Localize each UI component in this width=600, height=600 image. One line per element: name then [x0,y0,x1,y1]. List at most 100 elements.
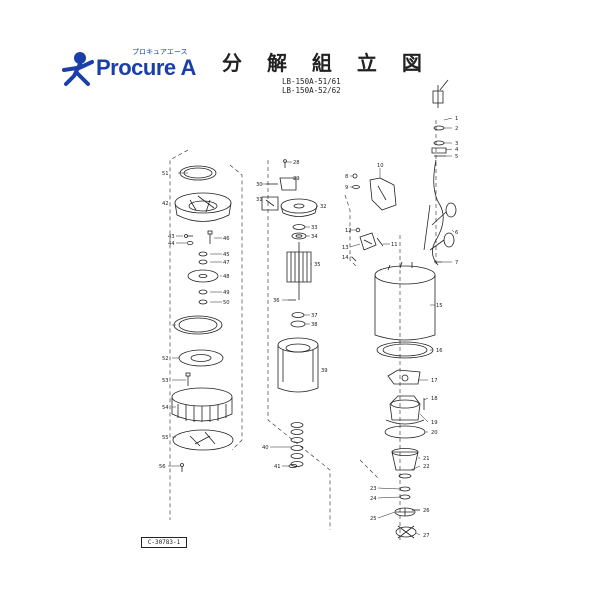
label-part-6: 6 [455,230,458,236]
label-part-22: 22 [423,464,430,470]
part-46-bolt [207,230,213,244]
part-32-upper-bearing-housing [280,198,318,217]
label-part-7: 7 [455,260,458,266]
label-part-33: 33 [311,225,318,231]
brand-kana: プロキュアエース [132,48,188,56]
part-8-bolt [352,173,358,179]
part-11-bolt [376,237,384,247]
part-16-gasket [376,341,434,359]
part-23-washer [399,486,411,492]
label-part-27: 27 [423,533,430,539]
part-13-cable-gland [359,232,377,251]
part-33-ring [292,224,306,230]
label-part-37: 37 [311,313,318,319]
part-56-screw [180,463,184,472]
label-part-13: 13 [342,245,349,251]
label-part-3: 3 [455,141,458,147]
part-19-pump-casing [385,395,425,425]
label-part-8: 8 [345,174,348,180]
model-number-1: LB-150A-51/61 [282,77,341,86]
label-part-41: 41 [274,464,281,470]
label-part-30: 30 [256,182,263,188]
label-part-15: 15 [436,303,443,309]
part-29-cable-clip [279,177,297,191]
alignment-lines [169,120,437,540]
part-54-strainer [171,387,233,422]
part-35-rotor [286,242,312,300]
part-4-clamp [431,147,447,154]
part-50-ring [198,299,208,305]
part-25-impeller [394,507,416,517]
part-27-suction-cover [395,525,417,539]
label-part-50: 50 [223,300,230,306]
part-31-bracket [261,196,279,211]
label-part-51: 51 [162,171,169,177]
label-part-11: 11 [391,242,398,248]
part-cable [432,159,444,266]
label-part-34: 34 [311,234,318,240]
part-12-bolt [355,227,361,233]
part-40-seal-stack [290,422,304,467]
part-61-gasket [173,315,223,335]
part-37-ring [291,312,305,318]
label-part-1: 1 [455,116,458,122]
label-part-38: 38 [311,322,318,328]
part-2-nut [433,125,445,131]
label-part-4: 4 [455,147,459,153]
label-part-20: 20 [431,430,438,436]
model-number-2: LB-150A-52/62 [282,86,341,95]
label-part-43: 43 [168,234,175,240]
label-part-46: 46 [223,236,230,242]
part-28-screw [283,159,287,168]
part-20-gasket [384,425,426,439]
brand-logo-text: Procure A [96,55,196,80]
label-part-2: 2 [455,126,458,132]
label-part-18: 18 [431,396,438,402]
label-part-55: 55 [162,435,169,441]
label-part-44: 44 [168,241,175,247]
label-part-9: 9 [345,185,348,191]
part-45-nut [198,251,208,257]
label-part-56: 56 [159,464,166,470]
mascot-icon [62,52,94,86]
part-39-stator [277,337,319,393]
label-part-49: 49 [223,290,230,296]
part-47-washer [198,259,208,265]
label-part-48: 48 [223,274,230,280]
part-42-motor-cover [174,192,232,222]
label-part-42: 42 [162,201,169,207]
part-14-screw [351,256,357,262]
label-part-45: 45 [223,252,230,258]
part-52-flange [178,349,224,367]
label-part-39: 39 [321,368,328,374]
label-part-10: 10 [377,163,384,169]
label-part-12: 12 [345,228,352,234]
part-21-impeller-cover [391,448,419,471]
part-3-washer [433,140,445,146]
drawing-number: C-30783-1 [141,537,187,548]
label-part-16: 16 [436,348,443,354]
label-part-24: 24 [370,496,377,502]
part-10-handle [369,177,397,211]
label-part-26: 26 [423,508,430,514]
label-part-40: 40 [262,445,269,451]
part-34-bearing [291,232,307,240]
part-1-plug [432,79,449,108]
part-6-float-switch [423,202,457,251]
diagram-title: 分 解 組 立 図 [222,51,431,75]
part-24-nut [399,494,411,500]
label-part-21: 21 [423,456,430,462]
part-44-washer [186,241,194,245]
label-part-35: 35 [314,262,321,268]
part-17-plate [387,369,421,385]
part-number-labels: 51 42 43 44 46 45 47 48 49 50 52 53 54 5… [159,116,459,539]
label-part-52: 52 [162,356,169,362]
part-55-base [172,429,234,451]
label-part-25: 25 [370,516,377,522]
label-part-54: 54 [162,405,169,411]
label-part-19: 19 [431,420,438,426]
label-part-14: 14 [342,255,349,261]
label-part-23: 23 [370,486,377,492]
